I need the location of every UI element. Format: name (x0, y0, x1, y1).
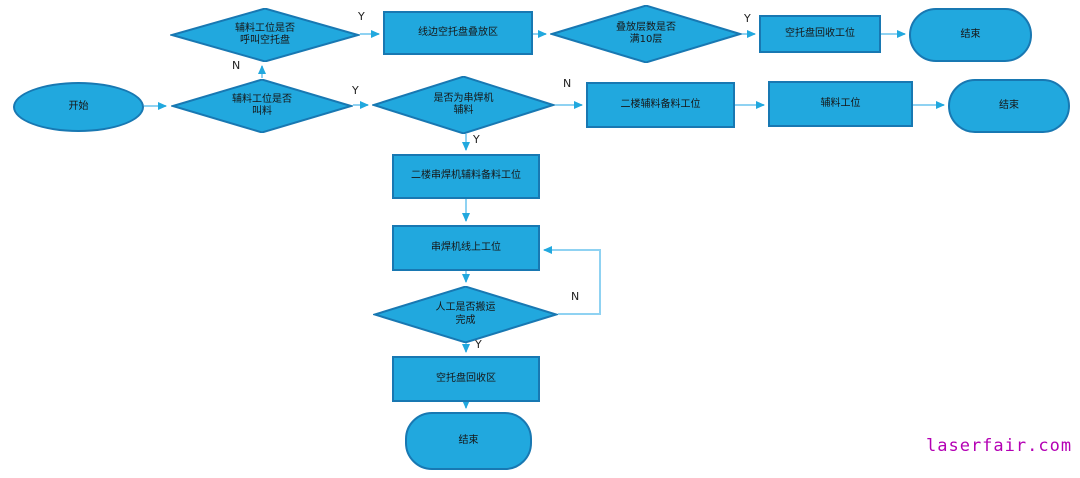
watermark-text: laserfair.com (926, 436, 1073, 456)
node-label: 空托盘回收工位 (785, 27, 855, 39)
node-label: 结束 (999, 99, 1019, 111)
edge-label-n-call-pallet: N (232, 59, 241, 72)
process-floor2-stringer-prep: 二楼串焊机辅料备料工位 (392, 154, 540, 199)
node-label: 辅料工位 (820, 97, 861, 109)
decision-stack-full: 叠放层数是否 满10层 (550, 5, 742, 63)
node-label: 结束 (458, 434, 479, 446)
edge-manual-N-loop (543, 246, 601, 315)
diamond-shape (550, 5, 742, 63)
process-pallet-recycle-area: 空托盘回收区 (392, 356, 540, 402)
edge-label-y-manual: Y (475, 338, 482, 351)
diamond-shape (372, 76, 555, 134)
process-stringer-online-station: 串焊机线上工位 (392, 225, 540, 271)
decision-manual-done: 人工是否搬运 完成 (373, 286, 558, 343)
diamond-shape (171, 79, 353, 133)
decision-call-material: 辅料工位是否 叫料 (171, 79, 353, 133)
process-pallet-recycle-station: 空托盘回收工位 (759, 15, 881, 53)
edge-label-n-manual: N (571, 290, 580, 303)
edge-label-y-call-pallet: Y (358, 10, 365, 23)
edge-label-n-stringer: N (563, 77, 572, 90)
node-label: 串焊机线上工位 (431, 241, 501, 253)
process-floor2-material-prep: 二楼辅料备料工位 (586, 82, 735, 128)
process-lineside-stack-area: 线边空托盘叠放区 (383, 11, 533, 55)
edge-label-y-stack-full: Y (744, 12, 751, 25)
end-node-bottom: 结束 (405, 412, 532, 470)
end-node-mid: 结束 (948, 79, 1070, 133)
diamond-shape (373, 286, 558, 343)
node-label: 空托盘回收区 (436, 372, 496, 384)
decision-call-empty-pallet: 辅料工位是否 呼叫空托盘 (170, 8, 360, 62)
node-label: 结束 (960, 28, 981, 40)
node-label: 开始 (68, 100, 89, 112)
node-label: 线边空托盘叠放区 (418, 26, 498, 38)
end-node-top: 结束 (909, 8, 1032, 62)
process-material-station: 辅料工位 (768, 81, 913, 127)
edge-label-y-stringer: Y (473, 133, 480, 146)
edge-label-y-call-material: Y (352, 84, 359, 97)
decision-stringer-material: 是否为串焊机 辅料 (372, 76, 555, 134)
node-label: 二楼串焊机辅料备料工位 (411, 170, 521, 182)
diamond-shape (170, 8, 360, 62)
node-label: 二楼辅料备料工位 (620, 98, 701, 110)
start-node: 开始 (13, 82, 144, 132)
